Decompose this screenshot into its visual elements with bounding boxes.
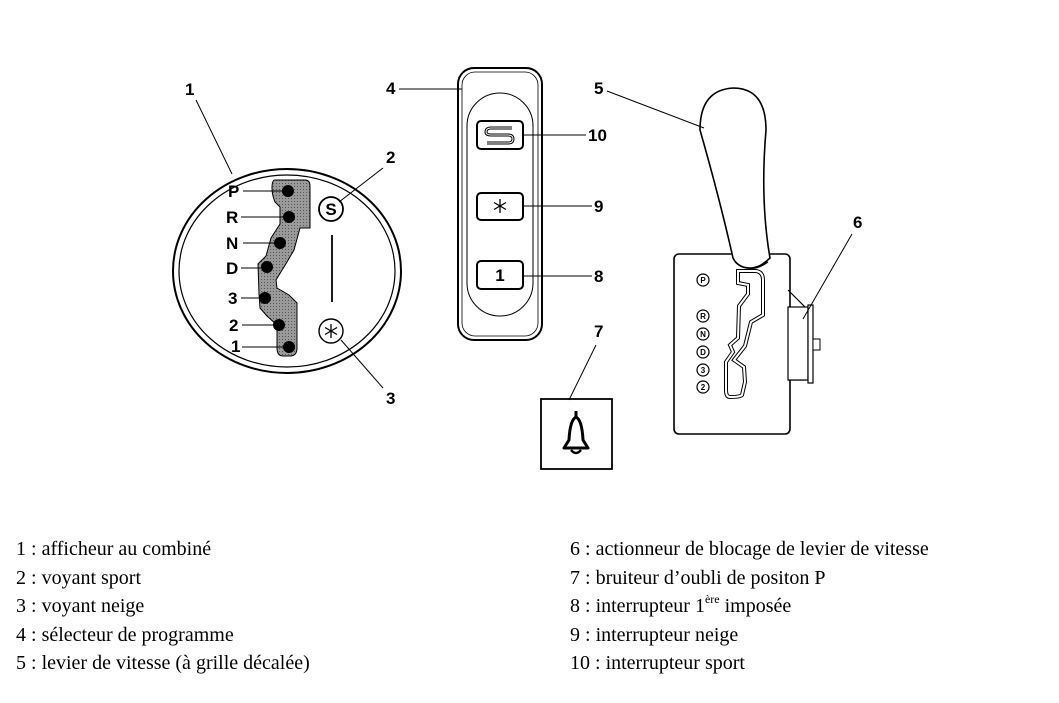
sport-button[interactable] [476, 120, 524, 150]
legend-text: sélecteur de programme [41, 623, 234, 646]
callouts: 1 2 3 4 5 6 7 8 9 10 [185, 79, 862, 408]
plate-gear-2: 2 [696, 380, 710, 394]
svg-text:P: P [700, 276, 706, 285]
buzzer-box [540, 398, 613, 470]
first-gear-button[interactable]: 1 [476, 260, 524, 290]
legend-text: levier de vitesse (à grille décalée) [41, 652, 310, 675]
legend-item-1: 1 : afficheur au combiné [16, 535, 310, 564]
legend-item-6: 6 : actionneur de blocage de levier de v… [570, 535, 929, 564]
gear-selector-diagram: P R N D 3 2 1 S [172, 67, 862, 470]
legend-text: ère [704, 592, 720, 607]
callout-2: 2 [386, 148, 395, 167]
legend-text: bruiteur d’oubli de positon P [595, 566, 826, 589]
legend-text: actionneur de blocage de levier de vites… [595, 538, 929, 560]
legend-item-4: 4 : sélecteur de programme [16, 621, 310, 650]
legend-text: interrupteur 1 [595, 595, 705, 618]
callout-3: 3 [386, 389, 395, 408]
svg-text:2: 2 [701, 383, 706, 392]
legend-item-5: 5 : levier de vitesse (à grille décalée) [16, 649, 310, 678]
legend-text: afficheur au combiné [41, 538, 212, 560]
sport-indicator-icon: S [318, 196, 344, 222]
gear-label-n: N [226, 234, 238, 253]
callout-8: 8 [594, 267, 603, 286]
legend-text: 4 [16, 623, 26, 646]
legend-text: 10 [570, 652, 590, 675]
legend-item-8: 8 : interrupteur 1ère imposée [570, 592, 929, 621]
legend-left: 1 : afficheur au combiné 2 : voyant spor… [16, 535, 310, 678]
legend-text: 1 [16, 538, 26, 560]
legend-text: 3 [16, 595, 26, 618]
legend-separator: : [580, 566, 596, 589]
callout-4: 4 [386, 79, 396, 98]
legend-text: interrupteur neige [595, 623, 739, 646]
legend-item-9: 9 : interrupteur neige [570, 621, 929, 650]
plate-gear-d: D [696, 345, 710, 359]
legend-text: 8 [570, 595, 580, 618]
legend-text: voyant neige [41, 595, 145, 618]
callout-10: 10 [588, 126, 607, 145]
snow-button[interactable] [476, 192, 524, 221]
svg-text:D: D [700, 348, 706, 357]
legend-text: 2 [16, 566, 26, 589]
callout-7: 7 [594, 322, 603, 341]
gear-label-3: 3 [228, 289, 237, 308]
gear-lever: P R N D 3 2 [673, 87, 821, 435]
snowflake-icon [318, 318, 344, 344]
svg-text:S: S [325, 200, 336, 219]
legend-separator: : [26, 538, 42, 560]
callout-9: 9 [594, 197, 603, 216]
legend-separator: : [580, 623, 596, 646]
plate-gear-n: N [696, 327, 710, 341]
legend-text: 6 [570, 538, 580, 560]
legend-text: voyant sport [41, 566, 141, 589]
legend-item-3: 3 : voyant neige [16, 592, 310, 621]
svg-text:N: N [700, 330, 706, 339]
legend-separator: : [26, 652, 42, 675]
gate-shape [257, 179, 311, 357]
legend-text: 5 [16, 652, 26, 675]
legend-item-10: 10 : interrupteur sport [570, 649, 929, 678]
gear-label-p: P [228, 182, 239, 201]
legend-text: imposée [719, 595, 792, 618]
legend-separator: : [26, 566, 42, 589]
svg-text:R: R [700, 312, 706, 321]
legend-item-7: 7 : bruiteur d’oubli de positon P [570, 564, 929, 593]
legend-separator: : [26, 623, 42, 646]
plate-gear-3: 3 [696, 363, 710, 377]
lever-knob [699, 87, 771, 269]
gear-label-2: 2 [229, 316, 238, 335]
legend-text: 9 [570, 623, 580, 646]
cluster-display: P R N D 3 2 1 S [172, 168, 402, 374]
legend-separator: : [26, 595, 42, 618]
callout-5: 5 [594, 79, 603, 98]
gear-label-r: R [226, 208, 238, 227]
legend-separator: : [580, 595, 596, 618]
legend-text: 7 [570, 566, 580, 589]
legend-item-2: 2 : voyant sport [16, 564, 310, 593]
program-selector: 1 [457, 67, 543, 341]
gear-label-1: 1 [231, 337, 240, 356]
svg-text:1: 1 [495, 266, 504, 285]
gear-label-d: D [226, 259, 238, 278]
svg-text:3: 3 [701, 366, 706, 375]
legend-right: 6 : actionneur de blocage de levier de v… [570, 535, 929, 678]
bell-icon [562, 411, 590, 455]
legend-separator: : [590, 652, 606, 675]
legend-text: interrupteur sport [605, 652, 745, 675]
callout-1: 1 [185, 80, 194, 99]
plate-gear-r: R [696, 309, 710, 323]
plate-gear-p: P [696, 273, 710, 287]
legend-separator: : [580, 538, 596, 560]
callout-6: 6 [853, 213, 862, 232]
